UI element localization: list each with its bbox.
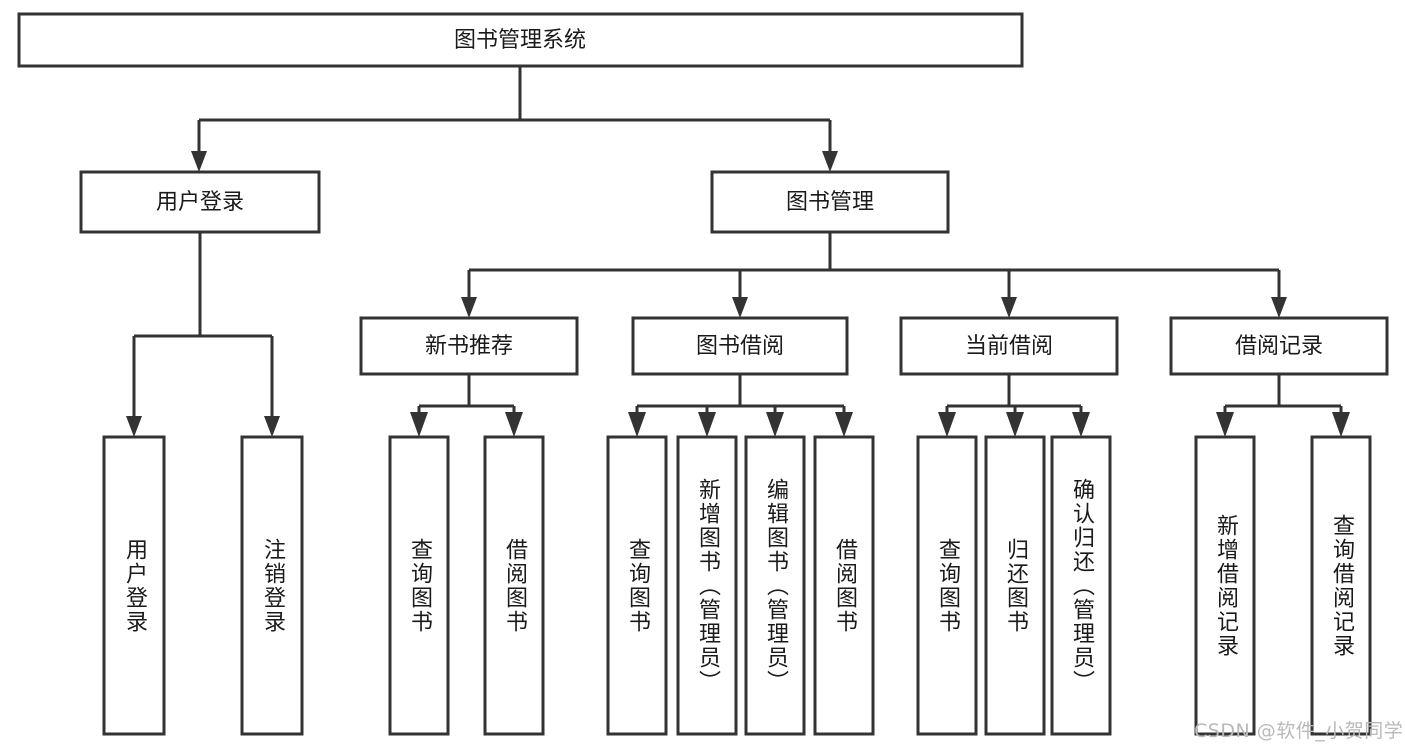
leaf-box-5[interactable] (676, 435, 738, 736)
connector-new-book-recommend-to-leaves (410, 374, 523, 437)
leaf-box-11[interactable] (1194, 435, 1256, 736)
node-user-login-label: 用户登录 (156, 190, 244, 215)
node-book-borrow-label: 图书借阅 (696, 334, 784, 359)
node-root-label: 图书管理系统 (454, 28, 586, 53)
node-borrow-record-label: 借阅记录 (1235, 334, 1323, 359)
leaf-box-0[interactable] (102, 435, 166, 736)
leaf-box-9[interactable] (984, 435, 1046, 736)
node-user-login-box[interactable] (79, 170, 321, 234)
connector-borrow-record-to-leaves (1216, 374, 1350, 437)
node-book-management-label: 图书管理 (786, 190, 874, 215)
node-current-borrow-label: 当前借阅 (965, 334, 1053, 359)
connector-book-management-to-level3 (461, 232, 1287, 318)
connector-root-to-level2 (191, 66, 838, 172)
node-new-book-recommend-box[interactable] (359, 316, 579, 376)
node-new-book-recommend-label: 新书推荐 (425, 334, 513, 359)
leaf-box-3[interactable] (483, 435, 545, 736)
leaf-box-8[interactable] (916, 435, 978, 736)
leaf-box-2[interactable] (388, 435, 450, 736)
node-root-box[interactable] (17, 12, 1024, 68)
leaf-box-12[interactable] (1310, 435, 1372, 736)
leaf-box-4[interactable] (606, 435, 668, 736)
connector-user-login-to-leaves (126, 232, 280, 437)
node-current-borrow-box[interactable] (899, 316, 1119, 376)
leaf-box-1[interactable] (240, 435, 304, 736)
watermark-text: CSDN @软件_小贺同学 (1194, 720, 1404, 742)
leaf-box-10[interactable] (1050, 435, 1112, 736)
leaf-box-6[interactable] (744, 435, 806, 736)
connector-current-borrow-to-leaves (938, 374, 1090, 437)
leaf-box-7[interactable] (813, 435, 875, 736)
connector-book-borrow-to-leaves (628, 374, 853, 437)
